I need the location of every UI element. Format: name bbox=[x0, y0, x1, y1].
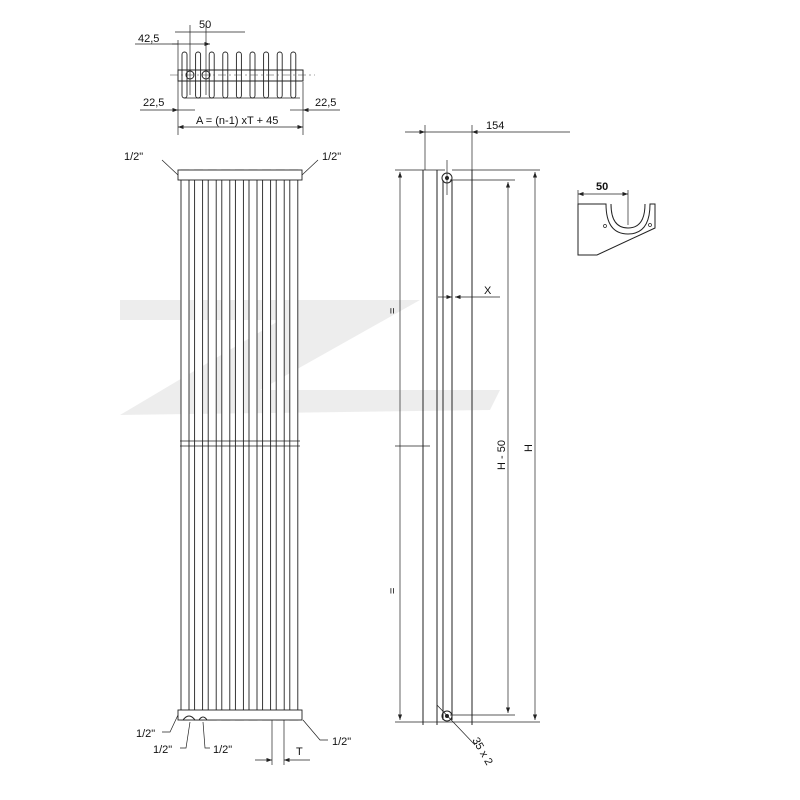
dim-h-label: H bbox=[523, 444, 535, 452]
dim-pitch-label: 50 bbox=[199, 19, 211, 31]
dim-h-minus-label: H - 50 bbox=[496, 440, 508, 470]
conn-bottom-right-label: 1/2" bbox=[332, 736, 351, 748]
radiator-tube bbox=[262, 169, 272, 721]
side-view: 154 X = = H - 50 H 35 x 2 bbox=[387, 120, 570, 767]
dim-valve-label: 35 x 2 bbox=[469, 736, 494, 768]
conn-top-left-label: 1/2" bbox=[124, 151, 143, 163]
bottom-valve-icon bbox=[441, 710, 453, 722]
top-view: 50 42,5 22,5 22,5 A = (n-1) xT + 45 bbox=[135, 19, 340, 135]
radiator-tube bbox=[234, 169, 244, 721]
radiator-tube bbox=[221, 169, 231, 721]
radiator-tube bbox=[194, 169, 204, 721]
dim-width-formula: A = (n-1) xT + 45 bbox=[196, 115, 278, 127]
bottom-outlet-icon bbox=[198, 716, 208, 721]
conn-bottom-mid1-label: 1/2" bbox=[153, 744, 172, 756]
radiator-tube bbox=[248, 169, 258, 721]
wall-bracket: 50 bbox=[577, 181, 656, 256]
radiator-tube bbox=[289, 169, 299, 721]
bottom-inlet-icon bbox=[182, 715, 196, 721]
dim-right-label: 22,5 bbox=[315, 97, 336, 109]
dim-left-label: 22,5 bbox=[143, 97, 164, 109]
radiator-tube bbox=[275, 169, 285, 721]
conn-top-right-label: 1/2" bbox=[322, 151, 341, 163]
dim-x-label: X bbox=[484, 285, 492, 297]
dim-tube-pitch-label: T bbox=[296, 746, 303, 758]
conn-bottom-left-label: 1/2" bbox=[136, 728, 155, 740]
top-header bbox=[177, 169, 303, 181]
conn-bottom-mid2-label: 1/2" bbox=[213, 744, 232, 756]
dim-equal-lower-label: = bbox=[387, 588, 399, 594]
dim-depth-label: 154 bbox=[486, 120, 504, 132]
bottom-header bbox=[177, 709, 303, 721]
front-view: 1/2" 1/2" 1/2" 1/2" 1/2" 1/2" T bbox=[124, 151, 351, 765]
dim-equal-upper-label: = bbox=[387, 308, 399, 314]
bracket-width-label: 50 bbox=[596, 181, 608, 193]
dim-offset-label: 42,5 bbox=[138, 33, 159, 45]
radiator-tube bbox=[207, 169, 217, 721]
radiator-tube bbox=[180, 169, 190, 721]
